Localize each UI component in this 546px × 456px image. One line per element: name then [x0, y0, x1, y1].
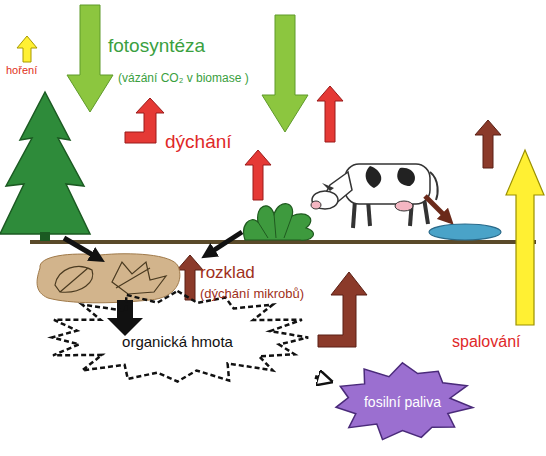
node-label: fosilní paliva	[364, 394, 441, 410]
combustion-arrow	[506, 150, 544, 325]
emission-arrow	[475, 120, 501, 168]
process-label: (dýchání mikrobů)	[200, 287, 330, 301]
photosynthesis-arrow	[262, 15, 308, 132]
node-label: organická hmota	[122, 333, 233, 350]
cow-ear	[322, 183, 334, 191]
leaf-outline	[55, 266, 93, 292]
plant	[244, 204, 314, 241]
star-shape	[52, 291, 308, 382]
process-label: fotosyntéza	[108, 36, 238, 57]
tree-trunk	[40, 232, 50, 241]
process-label: dýchání	[165, 132, 255, 153]
plant-veins	[258, 214, 292, 238]
litter-fall-arrow	[208, 232, 242, 254]
burning-arrow	[17, 36, 37, 62]
cow	[311, 164, 438, 228]
puddle	[429, 224, 501, 240]
soil-emission-arrow	[318, 272, 367, 347]
tree	[0, 92, 90, 234]
process-label: (vázání CO₂ v biomase )	[118, 72, 288, 85]
respiration-arrow	[317, 86, 343, 142]
process-label: hoření	[6, 64, 56, 76]
process-label: spalování	[452, 333, 542, 351]
respiration-arrow	[125, 98, 164, 143]
leaf-litter	[37, 254, 180, 303]
cow-spot	[397, 168, 415, 186]
excretion-arrow	[425, 196, 448, 219]
litter-fall-arrow	[64, 238, 98, 258]
star-shape	[336, 363, 473, 440]
cow-spot	[366, 166, 382, 188]
process-label: rozklad	[200, 264, 290, 283]
cow-body	[345, 164, 430, 204]
process-box: organická hmota	[40, 290, 315, 385]
leaf-outline	[112, 262, 166, 294]
flow-arrow	[315, 377, 330, 381]
cow-leg	[353, 200, 355, 228]
cow-muzzle	[311, 201, 321, 209]
respiration-arrow	[245, 150, 271, 200]
photosynthesis-arrow	[67, 5, 113, 112]
process-box: fosilní paliva	[330, 362, 475, 442]
cow-udder	[395, 201, 413, 211]
cow-tail	[430, 172, 438, 200]
cow-head	[312, 191, 338, 209]
